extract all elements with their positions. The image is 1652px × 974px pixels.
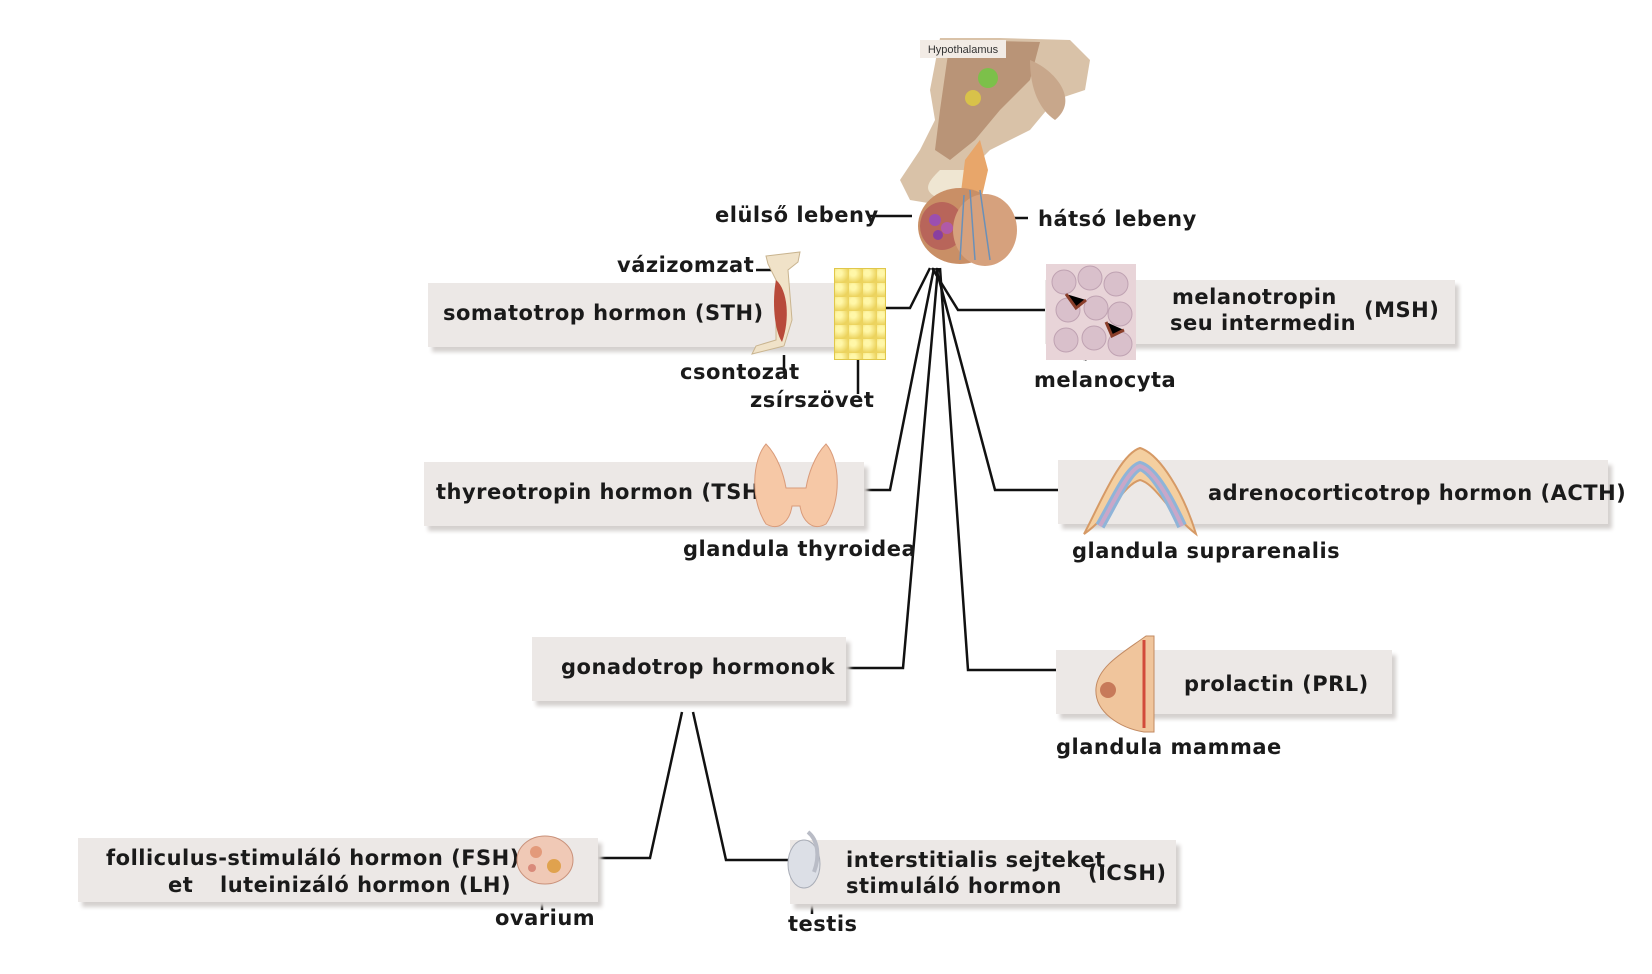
mammary-label: glandula mammae xyxy=(1056,735,1282,759)
gonadotrop-box xyxy=(532,637,846,701)
testis-label: testis xyxy=(788,912,858,936)
fat-label: zsírszövet xyxy=(750,388,875,412)
msh-abbr: (MSH) xyxy=(1364,298,1440,322)
fsh-lh-box xyxy=(78,838,598,902)
prl-label: prolactin (PRL) xyxy=(1184,672,1369,696)
adrenal-label: glandula suprarenalis xyxy=(1072,539,1341,563)
skeletal-muscle-illustration xyxy=(751,251,801,355)
hypothalamus-pituitary-illustration: Hypothalamus xyxy=(900,38,1090,266)
icsh-box xyxy=(790,840,1176,904)
icsh-abbr: (ICSH) xyxy=(1088,861,1167,885)
mammary-illustration xyxy=(1095,635,1155,733)
fsh-et-label: et xyxy=(168,873,194,897)
skeletal-muscle-label: vázizomzat xyxy=(617,253,755,277)
tsh-label: thyreotropin hormon (TSH) xyxy=(436,480,771,504)
msh-label-line2: seu intermedin xyxy=(1170,311,1357,335)
ovary-illustration xyxy=(516,835,574,885)
melanocyte-label: melanocyta xyxy=(1034,368,1177,392)
gonadotrop-label: gonadotrop hormonok xyxy=(561,655,836,679)
fsh-label: folliculus-stimuláló hormon (FSH) xyxy=(106,846,520,870)
sth-label: somatotrop hormon (STH) xyxy=(443,301,764,325)
lh-label: luteinizáló hormon (LH) xyxy=(220,873,512,897)
testis-illustration xyxy=(787,830,821,889)
adrenal-illustration xyxy=(1083,446,1198,537)
icsh-label-line2: stimuláló hormon xyxy=(846,874,1062,898)
bone-label: csontozat xyxy=(680,360,800,384)
ovary-label: ovarium xyxy=(495,906,596,930)
icsh-label-line1: interstitialis sejteket xyxy=(846,848,1106,872)
msh-label-line1: melanotropin xyxy=(1172,285,1337,309)
anterior-lobe-label: elülső lebeny xyxy=(715,203,879,227)
thyroid-illustration xyxy=(754,443,838,528)
fat-tissue-illustration xyxy=(834,268,886,360)
melanocyte-illustration xyxy=(1046,264,1136,360)
posterior-lobe-label: hátsó lebeny xyxy=(1038,207,1197,231)
hypothalamus-label: Hypothalamus xyxy=(928,44,999,56)
acth-label: adrenocorticotrop hormon (ACTH) xyxy=(1208,481,1627,505)
thyroid-label: glandula thyroidea xyxy=(683,537,917,561)
